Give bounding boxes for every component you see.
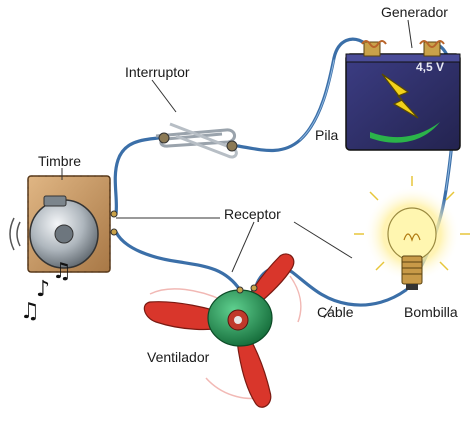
label-timbre: Timbre: [38, 153, 81, 169]
svg-text:♫: ♫: [52, 259, 72, 284]
light-bulb: [354, 176, 470, 290]
svg-text:♪: ♪: [36, 277, 50, 302]
battery-swoosh: [370, 122, 440, 143]
fan: [143, 253, 302, 408]
bell: [9, 175, 118, 273]
label-pila: Pila: [315, 127, 339, 143]
fan-blade: [235, 327, 272, 408]
label-ventilador: Ventilador: [147, 349, 210, 365]
label-leaders: [61, 19, 413, 319]
label-bombilla: Bombilla: [404, 304, 458, 320]
music-notes-icon: ♫ ♪ ♫: [20, 259, 72, 324]
wire-switch-to-bell: [113, 136, 160, 216]
svg-text:♫: ♫: [20, 299, 40, 324]
label-cable: Cable: [317, 304, 354, 320]
label-receptor: Receptor: [224, 206, 281, 222]
switch-paperclip: [155, 122, 238, 159]
label-generador: Generador: [381, 4, 448, 20]
label-interruptor: Interruptor: [125, 64, 190, 80]
wire-bell-to-fan: [114, 230, 242, 292]
lightning-bolt-icon: [381, 73, 419, 119]
battery-voltage: 4,5 V: [416, 60, 444, 74]
battery: 4,5 V: [345, 40, 461, 151]
